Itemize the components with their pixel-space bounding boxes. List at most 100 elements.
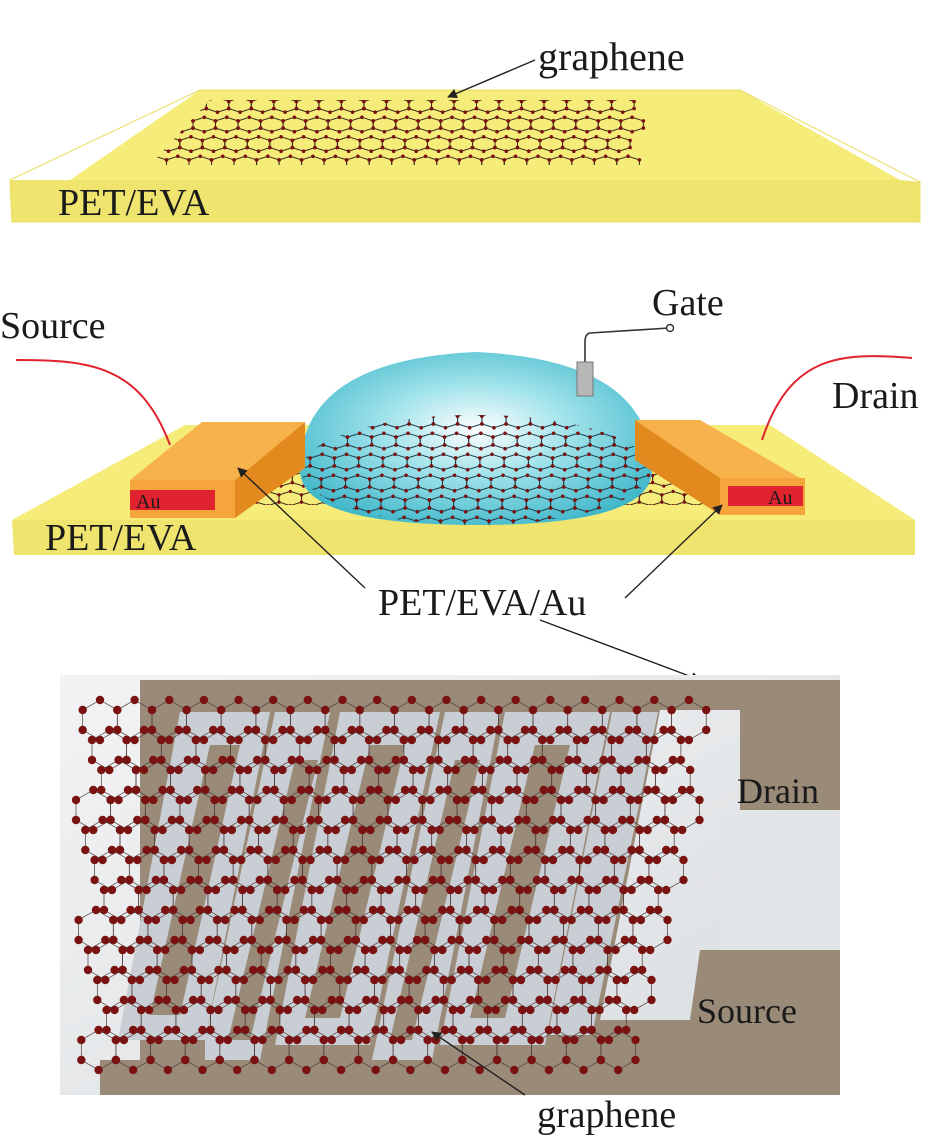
carbon-atom (558, 561, 562, 565)
carbon-atom (117, 915, 126, 925)
carbon-atom (391, 795, 400, 805)
carbon-atom (463, 509, 468, 514)
carbon-atom (406, 1025, 415, 1035)
carbon-atom (473, 558, 477, 562)
carbon-atom (189, 1035, 198, 1045)
carbon-atom (118, 945, 127, 955)
carbon-atom (618, 582, 622, 586)
carbon-atom (367, 477, 372, 481)
carbon-atom (642, 582, 646, 586)
carbon-atom (684, 695, 694, 705)
carbon-atom (410, 815, 419, 825)
carbon-atom (400, 825, 410, 835)
middle-substrate-edge (12, 520, 915, 555)
carbon-atom (682, 493, 686, 497)
carbon-atom (422, 1005, 431, 1015)
carbon-atom (427, 236, 431, 240)
carbon-atom (376, 573, 380, 577)
carbon-atom (262, 785, 271, 795)
carbon-atom (317, 100, 321, 104)
carbon-atom (494, 725, 503, 735)
carbon-atom (438, 519, 443, 523)
carbon-atom (402, 855, 411, 865)
carbon-atom (337, 236, 341, 240)
carbon-atom (245, 138, 250, 143)
carbon-atom (148, 224, 152, 228)
top-substrate-top (70, 90, 900, 180)
carbon-atom (146, 247, 150, 251)
carbon-atom (564, 755, 574, 765)
carbon-atom (266, 995, 275, 1005)
carbon-atom (522, 815, 531, 825)
carbon-atom (411, 905, 420, 915)
carbon-atom (620, 559, 623, 562)
carbon-atom (371, 1025, 380, 1035)
carbon-atom (371, 119, 376, 123)
carbon-atom (271, 855, 280, 865)
carbon-atom (201, 785, 210, 795)
carbon-atom (519, 563, 522, 566)
carbon-atom (195, 945, 205, 955)
carbon-atom (655, 561, 659, 565)
carbon-atom (111, 1055, 121, 1065)
carbon-atom (427, 115, 432, 120)
carbon-atom (512, 785, 522, 795)
carbon-atom (443, 765, 452, 775)
graphene-hexagon (606, 601, 630, 616)
carbon-atom (407, 106, 411, 111)
carbon-atom (479, 446, 483, 451)
carbon-atom (320, 467, 325, 472)
carbon-atom (279, 815, 288, 825)
carbon-atom (598, 224, 602, 228)
carbon-atom (134, 243, 138, 247)
carbon-atom (516, 935, 526, 945)
carbon-atom (371, 233, 375, 237)
carbon-atom (382, 431, 386, 436)
gate-label: Gate (652, 282, 724, 324)
carbon-atom (237, 855, 246, 865)
carbon-atom (563, 435, 568, 439)
carbon-atom (270, 115, 274, 120)
carbon-atom (668, 795, 678, 805)
carbon-atom (597, 498, 601, 502)
carbon-atom (518, 1025, 527, 1035)
carbon-atom (635, 845, 644, 855)
carbon-atom (497, 558, 501, 562)
carbon-atom (292, 236, 296, 240)
carbon-atom (560, 509, 565, 514)
carbon-atom (485, 561, 489, 565)
carbon-atom (249, 106, 254, 111)
carbon-atom (677, 603, 681, 607)
carbon-atom (136, 227, 140, 231)
carbon-atom (118, 965, 127, 975)
carbon-atom (594, 149, 599, 153)
carbon-atom (412, 935, 422, 945)
carbon-atom (362, 611, 366, 615)
carbon-atom (470, 825, 479, 835)
carbon-atom (585, 236, 589, 240)
carbon-atom (281, 845, 290, 855)
graphene-hexagon (271, 234, 294, 248)
carbon-atom (291, 569, 295, 573)
carbon-atom (399, 755, 408, 765)
carbon-atom (373, 224, 377, 228)
graphene-hexagon (159, 234, 182, 248)
carbon-atom (643, 559, 646, 562)
carbon-atom (247, 129, 252, 134)
carbon-atom (282, 915, 291, 925)
carbon-atom (369, 149, 374, 153)
carbon-atom (444, 815, 454, 825)
carbon-atom (295, 735, 304, 745)
carbon-atom (290, 481, 294, 485)
carbon-atom (238, 224, 242, 228)
carbon-atom (575, 559, 578, 562)
carbon-atom (215, 110, 220, 114)
carbon-atom (292, 243, 296, 247)
carbon-atom (193, 224, 197, 228)
carbon-atom (427, 506, 432, 510)
carbon-atom (308, 975, 318, 985)
carbon-atom (219, 825, 229, 835)
carbon-atom (507, 905, 516, 915)
carbon-atom (133, 855, 142, 865)
carbon-atom (626, 154, 630, 159)
